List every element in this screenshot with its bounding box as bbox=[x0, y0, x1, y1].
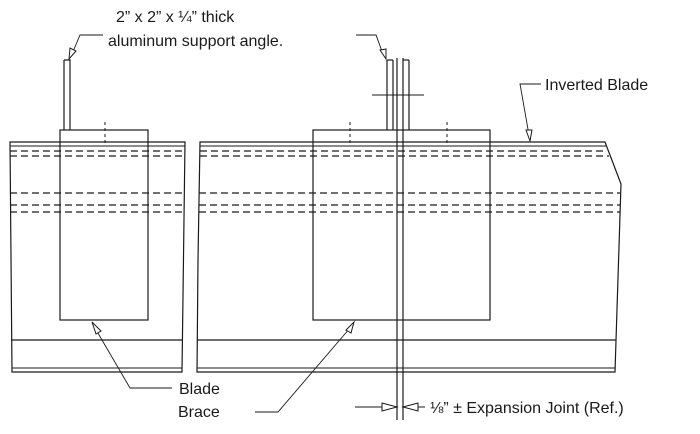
left-blade-brace bbox=[59, 122, 149, 321]
expansion-joint-dimension bbox=[355, 402, 425, 412]
expansion-joint bbox=[372, 58, 424, 420]
support-angle-label-line1: 2” x 2” x ¼” thick bbox=[116, 9, 235, 26]
inverted-blade-label: Inverted Blade bbox=[545, 77, 648, 94]
blade-brace-leader-right bbox=[255, 320, 355, 413]
support-angle-leader bbox=[68, 34, 387, 61]
blade-brace-label-line2: Brace bbox=[178, 404, 220, 421]
left-support-angle bbox=[63, 59, 71, 130]
left-blade-panel bbox=[9, 141, 186, 373]
right-blade-panel bbox=[196, 141, 622, 373]
right-blade-brace bbox=[312, 122, 491, 321]
blade-brace-leader-left bbox=[91, 321, 172, 389]
support-angle-label-line2: aluminum support angle. bbox=[108, 33, 283, 50]
inverted-blade-leader bbox=[519, 83, 541, 143]
expansion-joint-label: ⅛” ± Expansion Joint (Ref.) bbox=[430, 400, 624, 417]
blade-brace-label-line1: Blade bbox=[179, 381, 220, 398]
